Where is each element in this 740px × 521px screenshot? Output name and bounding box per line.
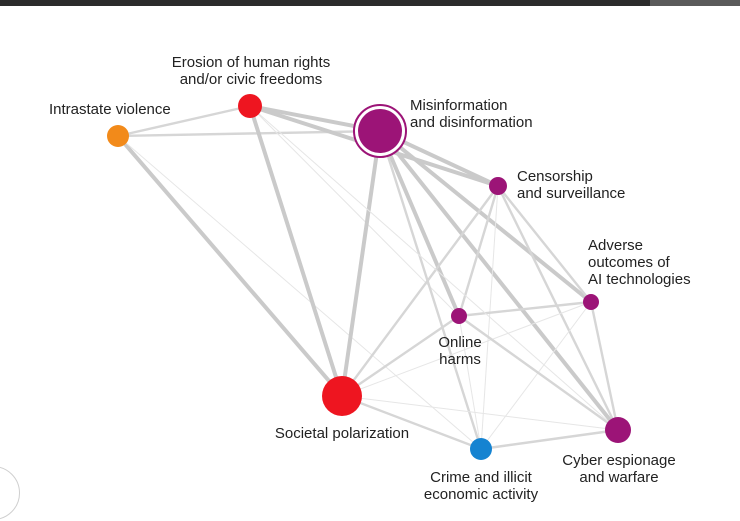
top-window-bar (0, 0, 740, 6)
edge-adverse-ai-crime (480, 301, 592, 450)
label-line-adverse-ai-0: Adverse (588, 237, 643, 254)
node-misinformation[interactable] (358, 109, 402, 153)
label-line-cyber-1: and warfare (579, 469, 658, 486)
node-censorship[interactable] (489, 177, 507, 195)
edge-societal-polarization-cyber (341, 395, 619, 431)
node-cyber[interactable] (605, 417, 631, 443)
label-societal-polarization: Societal polarization (275, 425, 409, 442)
label-line-misinformation-1: and disinformation (410, 114, 533, 131)
label-line-erosion-0: Erosion of human rights (172, 54, 330, 71)
edge-censorship-online-harms (457, 184, 500, 318)
edge-adverse-ai-cyber (589, 300, 620, 432)
label-line-online-harms-1: harms (439, 351, 481, 368)
edge-online-harms-cyber (457, 314, 620, 432)
edge-censorship-cyber (496, 184, 620, 432)
edge-online-harms-crime (458, 315, 482, 450)
label-line-crime-1: economic activity (424, 486, 539, 503)
node-erosion[interactable] (238, 94, 262, 118)
node-crime[interactable] (470, 438, 492, 460)
label-line-erosion-1: and/or civic freedoms (180, 71, 323, 88)
label-line-adverse-ai-2: AI technologies (588, 271, 691, 288)
edge-censorship-adverse-ai (496, 184, 593, 304)
node-adverse-ai[interactable] (583, 294, 599, 310)
edge-erosion-societal-polarization (248, 104, 344, 398)
label-line-adverse-ai-1: outcomes of (588, 254, 671, 271)
node-intrastate[interactable] (107, 125, 129, 147)
edges-layer (116, 104, 620, 451)
label-line-crime-0: Crime and illicit (430, 469, 533, 486)
edge-erosion-online-harms (249, 105, 460, 317)
edge-misinformation-crime (378, 129, 483, 451)
edge-intrastate-erosion (116, 104, 252, 138)
edge-intrastate-crime (117, 135, 482, 450)
edge-cyber-erosion (249, 105, 619, 431)
label-line-misinformation-0: Misinformation (410, 97, 508, 114)
label-line-censorship-0: Censorship (517, 168, 593, 185)
label-line-online-harms-0: Online (438, 334, 481, 351)
node-societal-polarization[interactable] (322, 376, 362, 416)
edge-misinformation-societal-polarization (340, 129, 382, 398)
label-line-censorship-1: and surveillance (517, 185, 625, 202)
nodes-layer (107, 94, 631, 460)
edge-adverse-ai-societal-polarization (341, 301, 592, 397)
edge-misinformation-cyber (378, 129, 620, 432)
label-intrastate: Intrastate violence (49, 101, 171, 118)
label-line-societal-polarization-0: Societal polarization (275, 425, 409, 442)
edge-misinformation-online-harms (378, 129, 461, 318)
edge-intrastate-societal-polarization (116, 134, 344, 398)
edge-misinformation-adverse-ai (378, 129, 593, 304)
label-line-cyber-0: Cyber espionage (562, 452, 675, 469)
edge-adverse-ai-online-harms (457, 300, 593, 318)
edge-societal-polarization-crime (340, 394, 483, 451)
edge-censorship-societal-polarization (340, 184, 500, 398)
edge-online-harms-societal-polarization (340, 314, 461, 398)
node-online-harms[interactable] (451, 308, 467, 324)
edge-crime-cyber (479, 428, 620, 451)
top-window-bar-tab (650, 0, 740, 6)
label-line-intrastate-0: Intrastate violence (49, 101, 171, 118)
